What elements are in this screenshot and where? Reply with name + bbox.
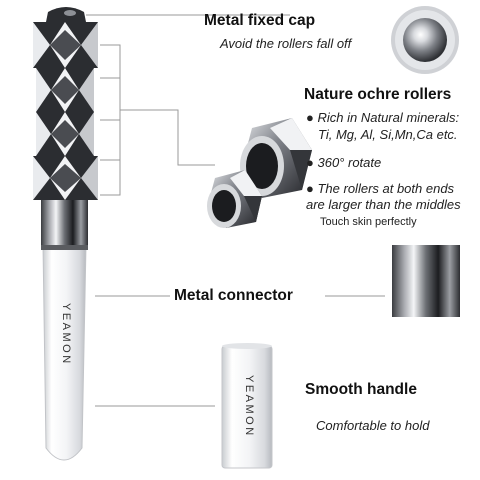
rollers-bullet-3-line-1: The rollers at both ends (317, 181, 455, 196)
rollers-bullet-3: ● The rollers at both ends (306, 181, 454, 196)
connector-detail (388, 245, 466, 317)
rollers-note: Touch skin perfectly (320, 216, 417, 228)
brand-label-wand: YEAMON (60, 303, 72, 366)
leader-lines (86, 14, 385, 407)
handle-title: Smooth handle (305, 381, 417, 398)
roller-3 (36, 112, 94, 156)
bullet-marker: ● (306, 110, 314, 125)
handle-detail (221, 343, 273, 469)
cap-description: Avoid the rollers fall off (220, 36, 352, 51)
wand-rollers (33, 22, 98, 200)
wand-connector (41, 198, 88, 250)
rollers-bullet-1: ● Rich in Natural minerals: (306, 110, 459, 125)
rollers-bullet-1-line-1: Rich in Natural minerals: (317, 110, 460, 125)
cap-detail (391, 6, 459, 74)
handle-description: Comfortable to hold (316, 418, 430, 433)
cap-title: Metal fixed cap (204, 12, 316, 29)
rollers-bullet-3-line-2: are larger than the middles (306, 197, 461, 212)
brand-label-handle: YEAMON (243, 375, 255, 438)
bullet-marker: ● (306, 181, 314, 196)
rollers-bullet-2: ● 360° rotate (306, 155, 381, 170)
loose-rollers (207, 118, 312, 228)
roller-bracket-line (100, 44, 121, 196)
roller-2 (36, 68, 94, 112)
roller-4 (33, 156, 98, 200)
roller-leader-line (120, 109, 215, 166)
rollers-title: Nature ochre rollers (304, 86, 452, 103)
rollers-bullet-2-line-1: 360° rotate (317, 155, 382, 170)
wand-handle (42, 244, 87, 461)
rollers-bullet-1-line-2: Ti, Mg, Al, Si,Mn,Ca etc. (318, 127, 458, 142)
connector-title: Metal connector (174, 287, 293, 304)
bullet-marker: ● (306, 155, 314, 170)
roller-wand (33, 7, 98, 461)
loose-roller-small (207, 170, 262, 228)
roller-1 (33, 22, 98, 68)
